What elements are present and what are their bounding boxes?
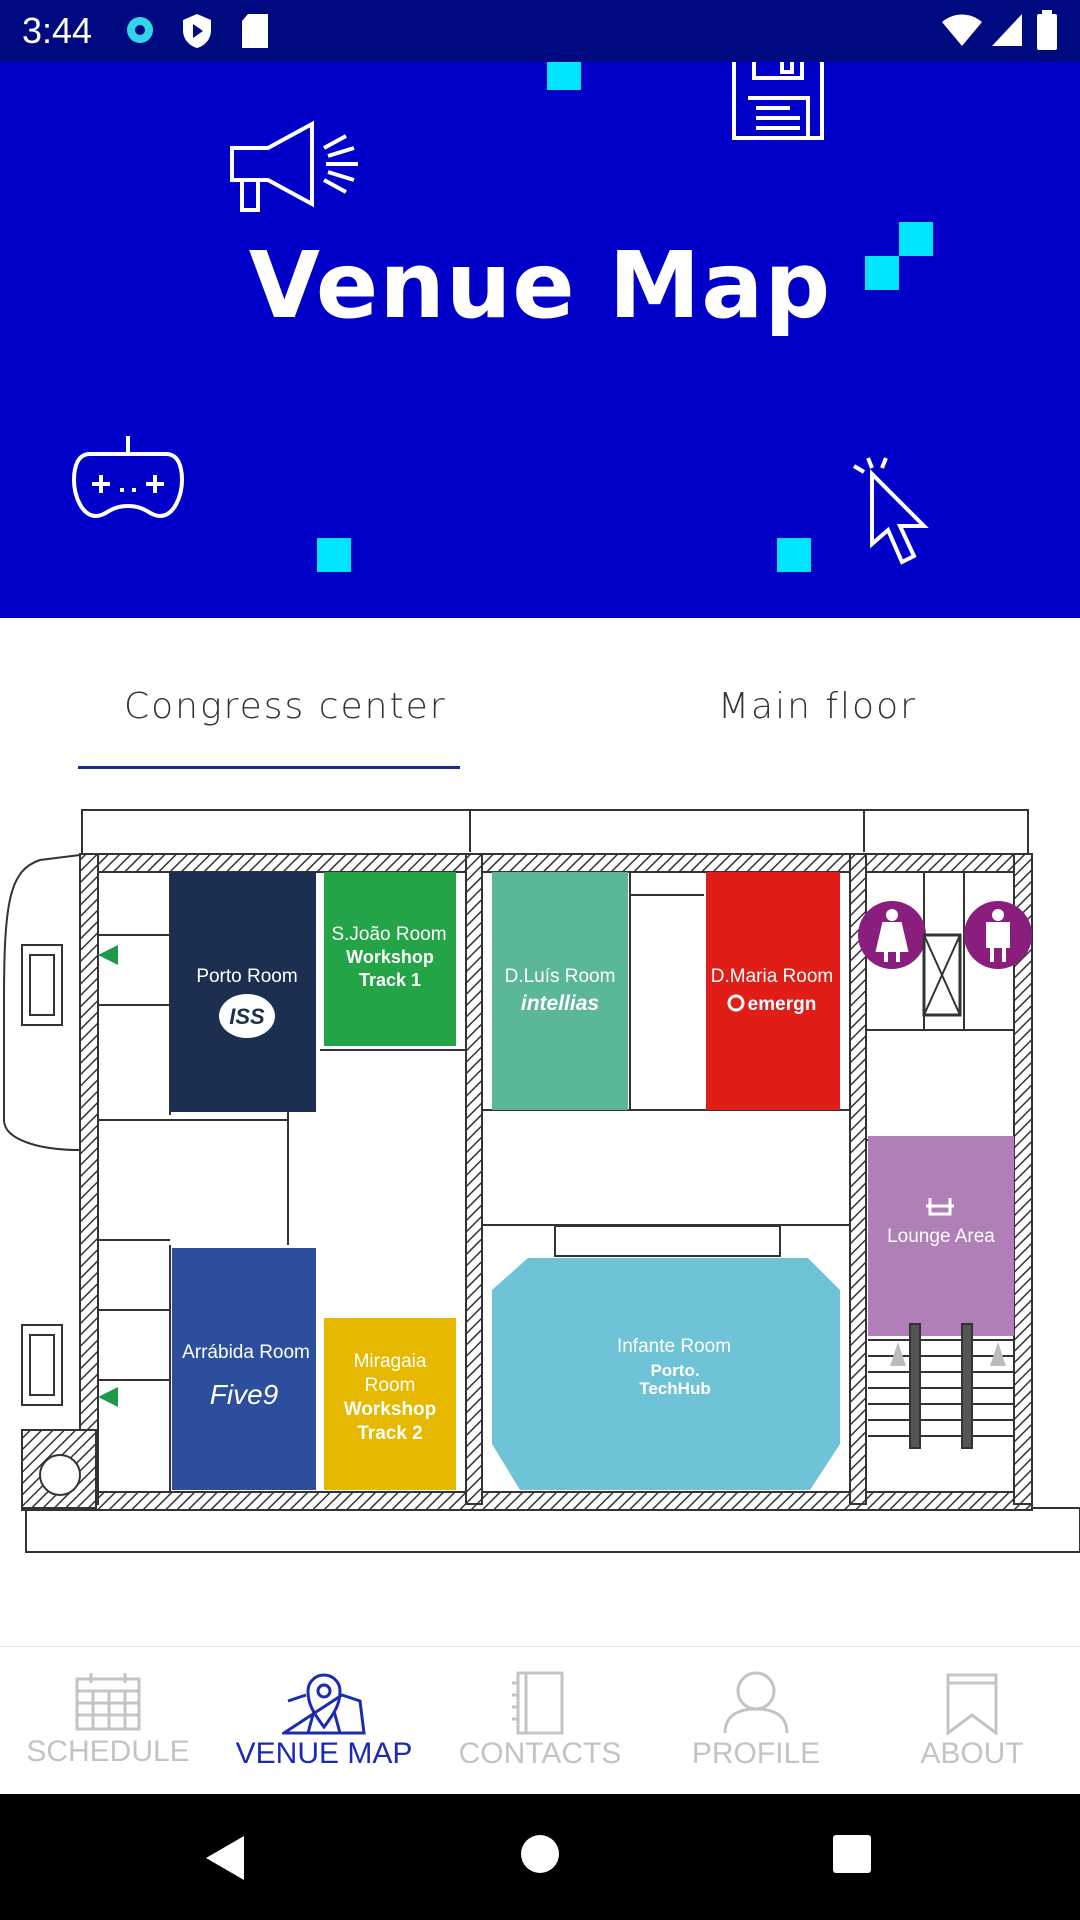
iss-logo <box>219 994 275 1038</box>
room-arrabida-label: Arrábida Room <box>182 1342 310 1363</box>
room-sao-joao-label: S.João Room <box>331 924 446 945</box>
room-d-maria-sponsor: emergn <box>748 994 817 1015</box>
pixel-decoration <box>865 256 899 290</box>
room-porto[interactable]: Porto Room ISS <box>170 872 316 1112</box>
nav-profile-label: PROFILE <box>691 1737 821 1770</box>
right-stairs <box>868 1323 1014 1449</box>
tab-main-floor[interactable]: Main floor <box>718 686 917 727</box>
signal-icon <box>992 14 1022 46</box>
status-bar: 3:44 <box>0 0 1080 62</box>
floppy-disk-icon <box>732 62 824 140</box>
nav-venue-map-label: VENUE MAP <box>235 1737 413 1770</box>
notebook-icon <box>512 1671 564 1735</box>
recents-icon[interactable] <box>832 1834 872 1874</box>
map-tabs: Congress center Main floor <box>0 618 1080 769</box>
room-d-luis[interactable]: D.Luís Room intellias <box>492 872 628 1110</box>
nav-contacts[interactable]: CONTACTS <box>432 1671 648 1771</box>
pixel-decoration <box>899 222 933 256</box>
map-outline <box>81 809 1029 855</box>
nav-about-label: ABOUT <box>920 1737 1024 1770</box>
room-d-luis-label: D.Luís Room <box>505 966 616 987</box>
battery-icon <box>1037 10 1057 50</box>
map-pin-icon <box>282 1673 366 1735</box>
bookmark-icon <box>946 1673 998 1735</box>
map-outline <box>3 854 81 1151</box>
person-icon <box>723 1671 789 1734</box>
pixel-decoration <box>317 538 351 572</box>
nav-schedule[interactable]: SCHEDULE <box>0 1671 216 1769</box>
wifi-icon <box>942 14 982 46</box>
room-d-maria[interactable]: D.Maria Room emergn <box>706 872 840 1110</box>
tab-congress-center[interactable]: Congress center <box>124 686 447 727</box>
back-icon[interactable] <box>204 1834 248 1882</box>
room-miragaia[interactable]: Miragaia Room Workshop Track 2 <box>324 1318 456 1490</box>
room-lounge[interactable]: Lounge Area <box>868 1136 1014 1336</box>
nav-contacts-label: CONTACTS <box>458 1737 622 1770</box>
emergn-logo-icon <box>727 994 745 1012</box>
play-protect-icon <box>183 14 211 48</box>
left-stairs <box>21 944 81 1496</box>
gamepad-icon <box>71 436 185 519</box>
active-tab-indicator <box>78 766 460 769</box>
bottom-navigation: SCHEDULE VENUE MAP CONTACTS PROFILE ABOU… <box>0 1646 1080 1795</box>
room-sao-joao[interactable]: S.João Room Workshop Track 1 <box>324 872 456 1046</box>
sofa-icon <box>926 1198 954 1216</box>
page-title: Venue Map <box>248 232 832 339</box>
room-porto-label: Porto Room <box>196 966 297 987</box>
nav-venue-map[interactable]: VENUE MAP <box>216 1671 432 1771</box>
room-lounge-label: Lounge Area <box>887 1226 995 1247</box>
header-banner: Venue Map <box>0 62 1080 618</box>
room-arrabida[interactable]: Arrábida Room Five9 <box>172 1248 316 1490</box>
home-icon[interactable] <box>520 1834 560 1874</box>
system-navigation-bar <box>0 1794 1080 1920</box>
nav-profile[interactable]: PROFILE <box>648 1671 864 1771</box>
room-miragaia-subtitle: Workshop Track 2 <box>343 1399 437 1444</box>
room-sao-joao-subtitle: Workshop Track 1 <box>346 947 434 990</box>
room-infante[interactable]: Infante Room Porto. TechHub <box>492 1258 840 1490</box>
room-infante-label: Infante Room <box>617 1336 731 1357</box>
entrance-arrow-icon <box>98 1387 118 1407</box>
map-outline <box>25 1507 1080 1553</box>
status-time: 3:44 <box>22 10 93 51</box>
room-d-luis-sponsor: intellias <box>521 992 599 1015</box>
settings-icon <box>127 17 153 43</box>
room-arrabida-sponsor: Five9 <box>210 1379 278 1410</box>
nav-schedule-label: SCHEDULE <box>26 1735 190 1768</box>
calendar-icon <box>75 1673 141 1731</box>
room-porto-sponsor: ISS <box>229 1004 265 1029</box>
womens-restroom-icon <box>858 901 926 969</box>
elevator <box>922 933 962 1017</box>
pixel-decoration <box>547 62 581 90</box>
cursor-icon <box>852 457 929 565</box>
room-infante-sponsor: Porto. TechHub <box>639 1362 711 1398</box>
sd-card-icon <box>242 14 268 48</box>
entrance-arrow-icon <box>98 945 118 965</box>
megaphone-icon <box>230 120 358 212</box>
mens-restroom-icon <box>964 901 1032 969</box>
room-miragaia-label: Miragaia Room <box>353 1351 427 1396</box>
pixel-decoration <box>777 538 811 572</box>
room-d-maria-label: D.Maria Room <box>711 966 833 987</box>
nav-about[interactable]: ABOUT <box>864 1671 1080 1771</box>
venue-floor-map[interactable]: Porto Room ISS S.João Room Workshop Trac… <box>0 800 1080 1560</box>
